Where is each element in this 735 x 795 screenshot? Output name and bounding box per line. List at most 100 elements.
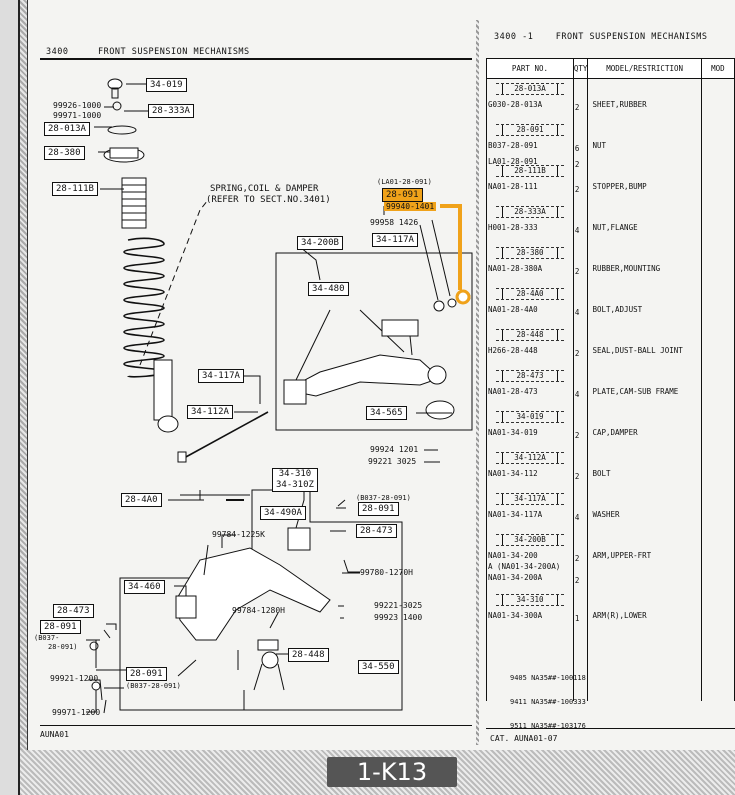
label-99971-bottom[interactable]: 99971-1200 <box>52 708 101 717</box>
ref-number[interactable]: 28-111B <box>496 164 564 177</box>
part-number[interactable]: G030-28-013A <box>488 100 543 109</box>
qty-value: 2 <box>574 184 580 194</box>
mod-cell <box>700 365 735 407</box>
label-34-112A[interactable]: 34-112A <box>187 405 233 419</box>
description-cell: SHEET,RUBBER <box>587 78 702 120</box>
part-number[interactable]: NA01-28-380A <box>488 263 543 273</box>
label-99221-b[interactable]: 99221-3025 <box>374 601 423 610</box>
label-34-460[interactable]: 34-460 <box>124 580 165 594</box>
table-row[interactable]: 28-013A G030-28-013A 2 SHEET,RUBBER <box>486 78 735 120</box>
ref-number[interactable]: 28-473 <box>496 369 564 382</box>
label-28-473-right[interactable]: 28-473 <box>356 524 397 538</box>
label-34-117A-top[interactable]: 34-117A <box>372 233 418 247</box>
label-34-117A[interactable]: 34-117A <box>198 369 244 383</box>
ref-number[interactable]: 34-019 <box>496 410 564 423</box>
part-number[interactable]: H001-28-333 <box>488 222 538 232</box>
col-part-no: PART NO. <box>486 58 574 79</box>
mod-cell <box>700 242 735 284</box>
label-34-310-group[interactable]: 34-310 34-310Z <box>272 468 318 492</box>
ref-number[interactable]: 28-091 <box>496 123 564 136</box>
label-34-490A[interactable]: 34-490A <box>260 506 306 520</box>
label-99921[interactable]: 99921-1200 <box>50 674 99 683</box>
label-99971-top[interactable]: 99971-1000 <box>53 111 102 120</box>
mod-cell <box>700 119 735 161</box>
label-99784-a[interactable]: 99784-1225K <box>212 530 265 539</box>
label-99780[interactable]: 99780-1270H <box>360 568 413 577</box>
part-number[interactable]: NA01-34-300A <box>488 610 543 620</box>
ref-number[interactable]: 34-112A <box>496 451 564 464</box>
label-28-091-bottom[interactable]: 28-091 <box>126 667 167 681</box>
label-34-480[interactable]: 34-480 <box>308 282 349 296</box>
label-28-091-right[interactable]: 28-091 <box>358 502 399 516</box>
ref-number[interactable]: 34-117A <box>496 492 564 505</box>
label-28-333A[interactable]: 28-333A <box>148 104 194 118</box>
label-99958[interactable]: 99958 1426 <box>370 218 419 227</box>
part-number[interactable]: NA01-28-111 <box>488 181 538 191</box>
catalog-code: CAT. AUNA01-07 <box>490 734 558 743</box>
label-28-091-highlighted[interactable]: 28-091 <box>382 188 423 202</box>
part-number[interactable]: NA01-28-4A0 <box>488 304 538 314</box>
label-99926[interactable]: 99926-1000 <box>53 101 102 110</box>
description-cell: CAP,DAMPER <box>587 406 702 448</box>
label-34-550[interactable]: 34-550 <box>358 660 399 674</box>
label-99784-b[interactable]: 99784-1280H <box>232 606 285 615</box>
label-99940-highlighted[interactable]: 99940-1401 <box>384 202 437 211</box>
ref-number[interactable]: 28-380 <box>496 246 564 259</box>
label-28-448[interactable]: 28-448 <box>288 648 329 662</box>
label-99221-a[interactable]: 99221 3025 <box>368 457 417 466</box>
part-number-cell: 28-013A G030-28-013A <box>486 78 574 120</box>
part-number[interactable]: NA01-34-117A <box>488 509 543 519</box>
part-number[interactable]: NA01-34-019 <box>488 427 538 437</box>
label-99923[interactable]: 99923 1400 <box>374 613 423 622</box>
part-number[interactable]: NA01-34-200 <box>488 550 538 560</box>
label-28-111B[interactable]: 28-111B <box>52 182 98 196</box>
description-cell: NUT <box>587 119 702 161</box>
label-28-380[interactable]: 28-380 <box>44 146 85 160</box>
label-28-473-left[interactable]: 28-473 <box>53 604 94 618</box>
parts-table-header: PART NO. QTY MODEL/RESTRICTION MOD <box>486 58 735 79</box>
part-number[interactable]: B037-28-091 <box>488 140 538 150</box>
part-number[interactable]: H266-28-448 <box>488 345 538 355</box>
label-28-013A[interactable]: 28-013A <box>44 122 90 136</box>
label-99924[interactable]: 99924 1201 <box>370 445 419 454</box>
description-cell: ARM(R),LOWER <box>587 589 702 631</box>
spring-callout: SPRING,COIL & DAMPER <box>210 184 319 194</box>
part-number[interactable]: A (NA01-34-200A) <box>488 561 561 571</box>
page-divider <box>476 20 479 745</box>
left-header-rule <box>40 58 472 60</box>
label-34-565[interactable]: 34-565 <box>366 406 407 420</box>
ref-number[interactable]: 34-200B <box>496 533 564 546</box>
part-number[interactable]: NA01-28-473 <box>488 386 538 396</box>
label-28-4A0[interactable]: 28-4A0 <box>121 493 162 507</box>
ref-number[interactable]: 28-333A <box>496 205 564 218</box>
label-b037-bottom: (B037-28-091) <box>126 682 181 690</box>
part-number[interactable]: NA01-34-200A <box>488 572 543 582</box>
filler-cell <box>486 630 574 701</box>
qty-value: 2 <box>574 103 580 112</box>
ref-number[interactable]: 28-013A <box>496 83 564 95</box>
label-34-019[interactable]: 34-019 <box>146 78 187 92</box>
ref-number[interactable]: 34-310 <box>496 593 564 606</box>
label-34-200B[interactable]: 34-200B <box>297 236 343 250</box>
mod-cell <box>700 201 735 243</box>
ref-number[interactable]: 28-4A0 <box>496 287 564 300</box>
ref-number[interactable]: 28-448 <box>496 328 564 341</box>
left-footer-rule <box>40 725 472 726</box>
part-number[interactable]: NA01-34-112 <box>488 468 538 478</box>
label-28-091-left[interactable]: 28-091 <box>40 620 81 634</box>
qty-value: 4 <box>574 389 580 399</box>
